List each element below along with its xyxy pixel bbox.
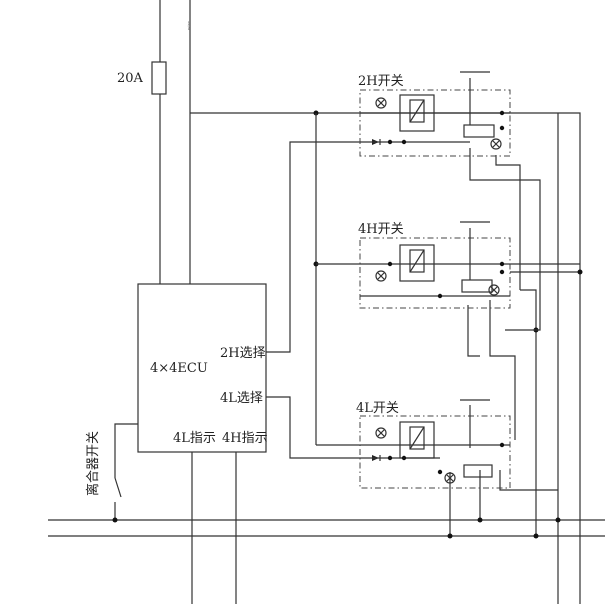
fuse-label: 20A (117, 71, 144, 86)
ecu-pin-4l-select: 4L选择 (220, 391, 263, 406)
clutch-switch-label: 离合器开关 (85, 431, 101, 496)
power-wires: 20A (117, 0, 191, 284)
switch-4h-label: 4H开关 (358, 222, 404, 237)
switch-2h-label: 2H开关 (358, 74, 404, 89)
bus-wires (190, 110, 583, 604)
ecu-pin-4l-indicator: 4L指示 (173, 431, 216, 446)
switch-2h: 2H开关 wire (186, 20, 511, 157)
fuse-symbol (151, 61, 167, 95)
ecu-module: 4×4ECU 2H选择 4L选择 4L指示 4H指示 (137, 283, 268, 453)
switch-4l-label: 4L开关 (356, 401, 399, 416)
ecu-pin-2h-select: 2H选择 (220, 346, 266, 361)
ecu-pin-4h-indicator: 4H指示 (222, 431, 268, 446)
switch-4h: 4H开关 (358, 221, 511, 309)
ecu-name: 4×4ECU (150, 361, 208, 376)
switch-4l: 4L开关 (356, 399, 511, 489)
signal-wires: 离合器开关 (48, 141, 605, 604)
svg-text:wire: wire (186, 20, 191, 30)
